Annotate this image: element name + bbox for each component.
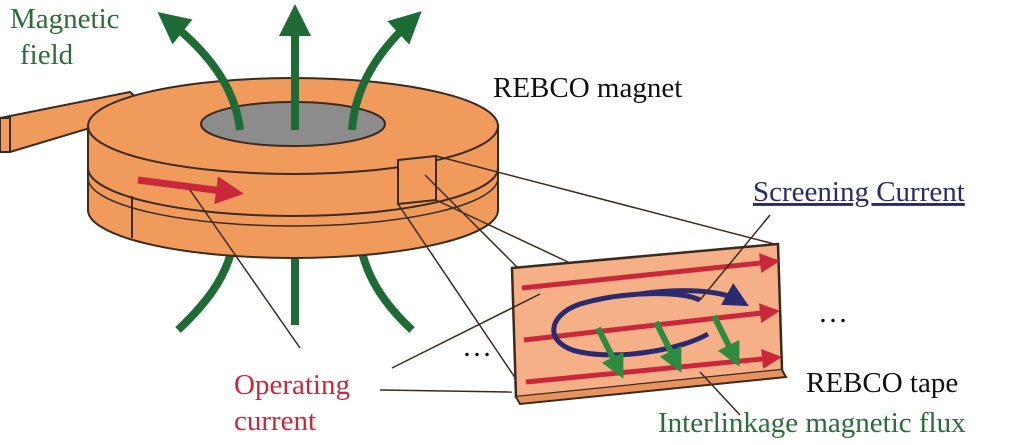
interlinkage-flux-label: Interlinkage magnetic flux bbox=[658, 407, 966, 439]
ellipsis-left: … bbox=[462, 330, 492, 363]
flux-arrow-1 bbox=[595, 326, 624, 379]
operating-current-label-line2: current bbox=[234, 405, 316, 437]
flux-arrow-3 bbox=[711, 314, 740, 367]
projection-lines bbox=[397, 155, 779, 386]
flux-arrow-2 bbox=[653, 320, 682, 373]
ellipsis-right: … bbox=[818, 296, 848, 329]
field-line-upper-left bbox=[157, 12, 244, 131]
rebco-tape-label: REBCO tape bbox=[806, 367, 958, 399]
operating-current-arrow-magnet bbox=[137, 176, 244, 205]
rebco-magnet-label: REBCO magnet bbox=[493, 72, 682, 104]
tape-current-2 bbox=[523, 303, 780, 343]
leader-lines bbox=[189, 189, 771, 416]
magnetic-field-label-line2: field bbox=[20, 39, 74, 71]
rebco-tape bbox=[510, 242, 788, 406]
field-line-upper-right bbox=[348, 11, 422, 131]
operating-current-label-line1: Operating bbox=[234, 369, 350, 401]
screening-current-label: Screening Current bbox=[753, 176, 965, 208]
magnetic-field-label-line1: Magnetic bbox=[10, 3, 120, 35]
screening-loop-upper bbox=[639, 283, 749, 307]
field-lines-upper bbox=[157, 4, 422, 131]
